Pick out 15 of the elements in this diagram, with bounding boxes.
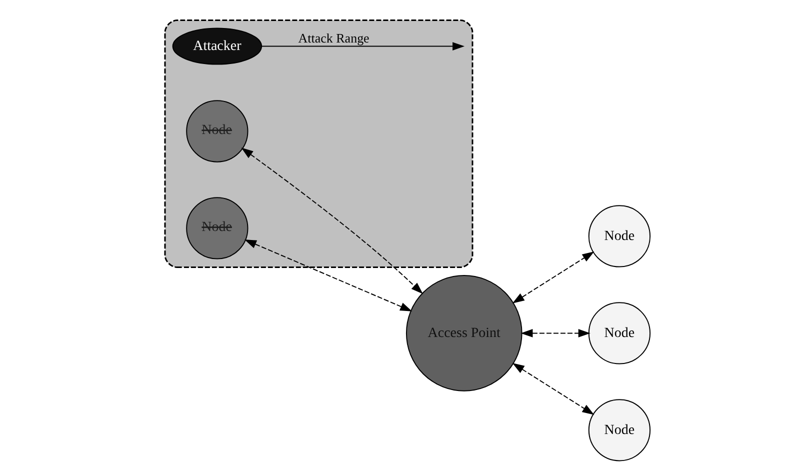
node-circle: Access Point [405,275,522,392]
arrow [520,328,590,338]
node-circle: Node [186,197,248,260]
arrow [260,42,464,50]
node-circle: Node [588,302,650,364]
node-ellipse: Attacker [172,28,262,65]
arrow [244,239,412,312]
arrow [512,252,594,304]
edge-label: Attack Range [298,30,369,46]
node-circle: Node [588,205,650,268]
cluster [164,20,473,268]
node-circle: Node [186,100,248,162]
arrow [240,148,422,294]
node-circle: Node [588,399,650,462]
arrow [512,363,594,415]
